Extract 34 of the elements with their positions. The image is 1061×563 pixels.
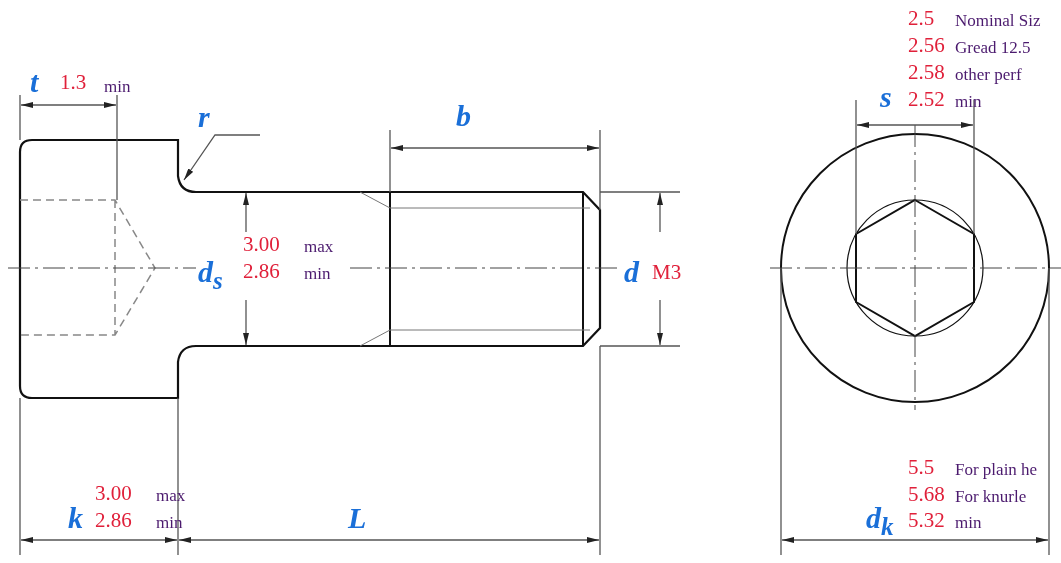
tolerance-note: For knurle — [955, 487, 1027, 505]
tolerance-note: min — [955, 513, 982, 531]
dimension-value: 3.00 — [95, 483, 132, 505]
tolerance-note: Gread 12.5 — [955, 38, 1031, 56]
dimension-value: 2.58 — [908, 62, 945, 84]
dimension-symbol: b — [456, 100, 471, 131]
tolerance-note: max — [156, 486, 186, 504]
dimension-symbol: t — [30, 66, 39, 97]
dimension-symbol: d — [624, 256, 639, 287]
dimension-value: 5.32 — [908, 510, 945, 532]
tolerance-note: max — [304, 237, 334, 255]
dimension-symbol: r — [198, 101, 210, 132]
dimension-value: 2.86 — [95, 510, 132, 532]
dimension-value: 2.86 — [243, 261, 280, 283]
dimension-symbol: s — [880, 81, 892, 112]
tolerance-note: min — [104, 77, 131, 95]
tolerance-note: For plain he — [955, 460, 1038, 478]
dimension-value: 2.5 — [908, 8, 935, 30]
dimension-value: 5.68 — [908, 484, 945, 506]
dimension-value: 5.5 — [908, 457, 935, 479]
tolerance-note: Nominal Siz — [955, 11, 1041, 29]
dimension-value: 3.00 — [243, 234, 280, 256]
dimension-value: M3 — [652, 262, 682, 284]
dimension-symbol: d$_{k}$ — [866, 502, 894, 539]
dimension-symbol: L — [348, 502, 367, 533]
dimension-symbol: k — [68, 502, 83, 533]
tolerance-note: min — [304, 264, 331, 282]
dimension-symbol: d$_{s}$ — [198, 256, 223, 293]
dimension-value: 2.52 — [908, 89, 945, 111]
dimension-value: 2.56 — [908, 35, 945, 57]
tolerance-note: other perf — [955, 65, 1022, 83]
tolerance-note: min — [955, 92, 982, 110]
dimension-value: 1.3 — [60, 72, 87, 94]
tolerance-note: min — [156, 513, 183, 531]
